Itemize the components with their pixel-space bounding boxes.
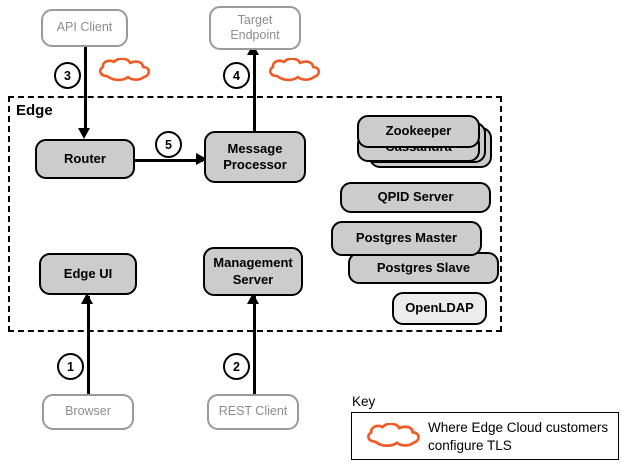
node-edge-ui[interactable]: Edge UI bbox=[39, 253, 137, 295]
arrow-browser-to-edge-ui bbox=[80, 293, 93, 304]
badge-3: 3 bbox=[54, 62, 81, 89]
badge-2: 2 bbox=[223, 353, 250, 380]
node-router[interactable]: Router bbox=[35, 139, 135, 179]
node-target-endpoint[interactable]: Target Endpoint bbox=[209, 6, 301, 50]
cloud-icon-legend bbox=[367, 423, 420, 448]
node-rest-client[interactable]: REST Client bbox=[207, 394, 299, 430]
node-message-processor-line2: Processor bbox=[223, 157, 287, 172]
badge-1: 1 bbox=[57, 353, 84, 380]
node-api-client[interactable]: API Client bbox=[41, 9, 128, 47]
key-entry-text: Where Edge Cloud customers configure TLS bbox=[428, 419, 614, 455]
connector-api-client-to-router bbox=[84, 47, 87, 131]
node-openldap[interactable]: OpenLDAP bbox=[392, 292, 487, 325]
node-postgres-master[interactable]: Postgres Master bbox=[331, 221, 482, 256]
badge-5: 5 bbox=[155, 131, 182, 158]
cloud-icon-tls-4 bbox=[268, 58, 321, 82]
node-browser[interactable]: Browser bbox=[42, 394, 134, 430]
badge-4: 4 bbox=[223, 62, 250, 89]
node-management-server[interactable]: Management Server bbox=[203, 247, 303, 296]
cloud-icon-tls-3 bbox=[98, 58, 151, 82]
node-postgres-slave[interactable]: Postgres Slave bbox=[348, 252, 499, 284]
node-management-server-line1: Management bbox=[213, 255, 293, 271]
node-target-endpoint-line2: Endpoint bbox=[230, 28, 280, 42]
node-target-endpoint-line1: Target bbox=[237, 12, 273, 27]
node-message-processor[interactable]: Message Processor bbox=[204, 131, 306, 183]
connector-browser-to-edge-ui bbox=[87, 296, 90, 396]
arrow-router-to-message-processor bbox=[196, 152, 207, 165]
connector-rest-client-to-management-server bbox=[253, 296, 256, 396]
key-entry-line1: Where Edge Cloud customers bbox=[428, 420, 609, 435]
key-entry-line2: configure TLS bbox=[428, 437, 512, 453]
connector-router-to-message-processor bbox=[135, 159, 203, 162]
arrow-api-client-to-router bbox=[77, 128, 90, 139]
edge-region-label: Edge bbox=[16, 102, 53, 119]
arrow-rest-client-to-management-server bbox=[246, 293, 259, 304]
node-management-server-line2: Server bbox=[232, 271, 274, 287]
node-zookeeper[interactable]: Zookeeper bbox=[357, 115, 480, 148]
key-title: Key bbox=[352, 394, 376, 409]
key-box bbox=[351, 412, 619, 460]
node-message-processor-line1: Message bbox=[227, 140, 283, 156]
node-qpid-server[interactable]: QPID Server bbox=[340, 182, 491, 213]
connector-message-processor-to-target-endpoint bbox=[253, 47, 256, 131]
